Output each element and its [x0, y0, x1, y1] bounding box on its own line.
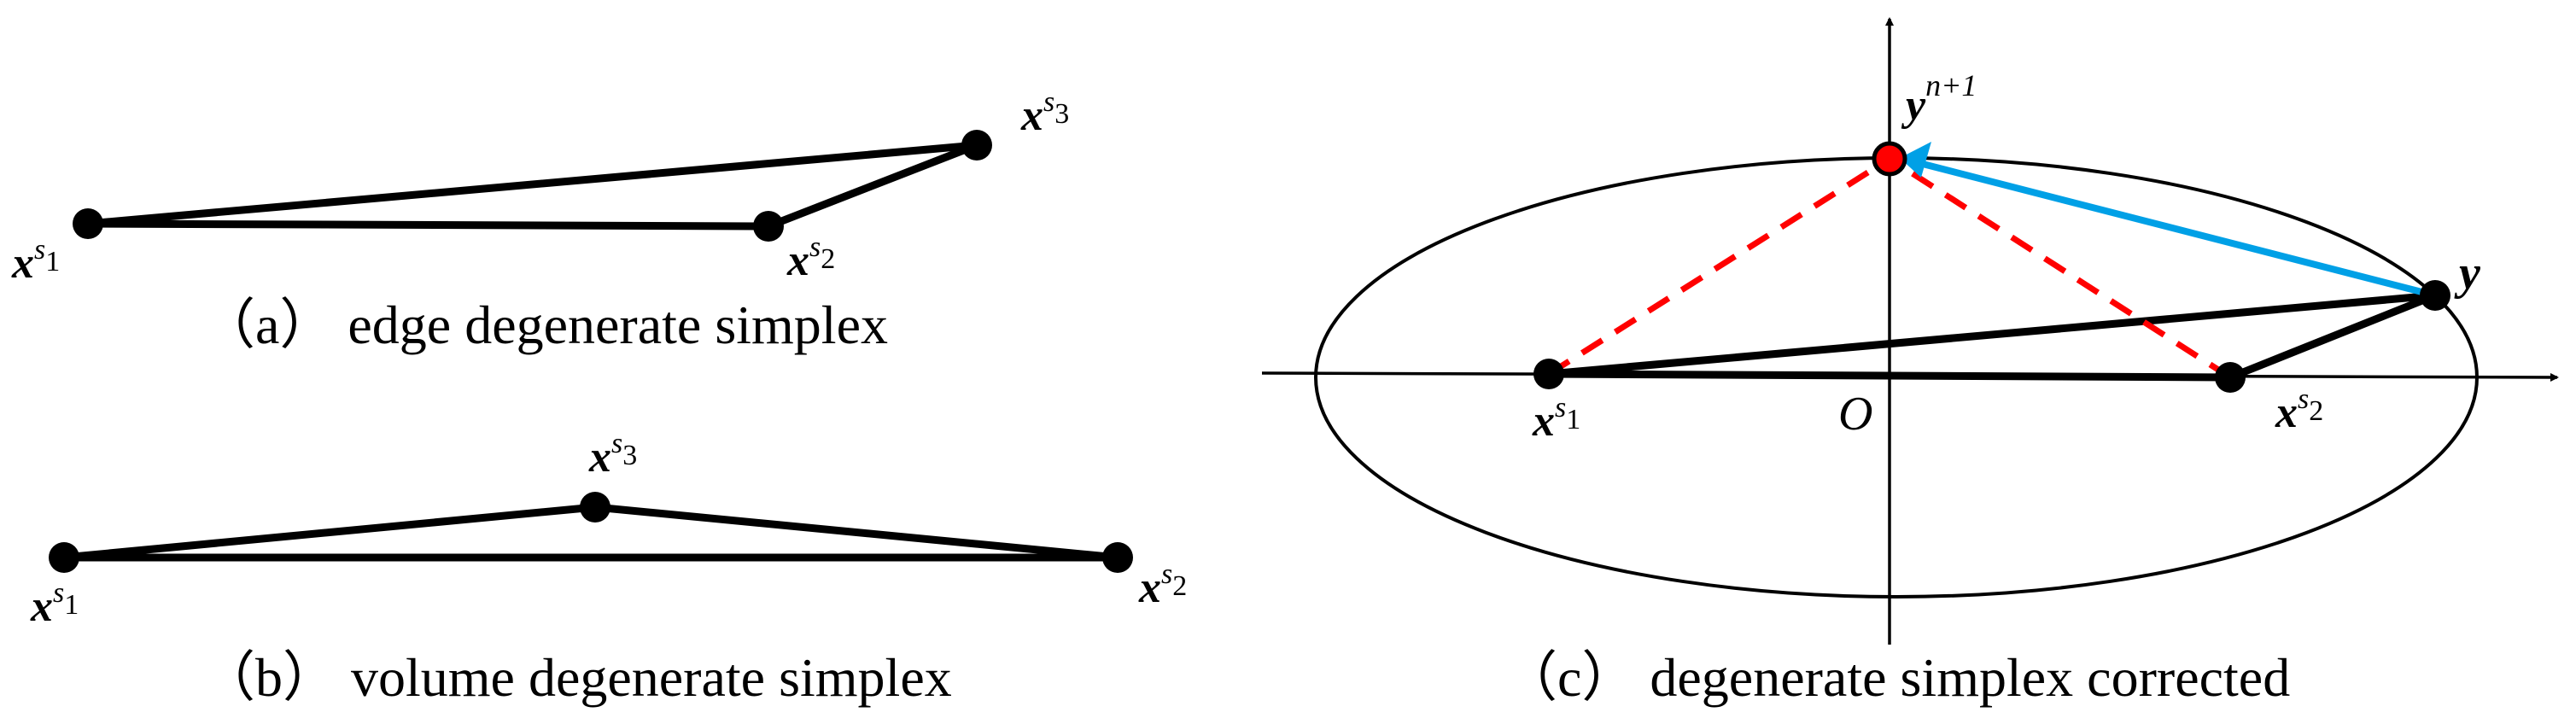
vertex-b-x3 [580, 492, 610, 523]
label-c-x1: xs1 [1532, 392, 1580, 446]
correction-arrow [1922, 161, 2436, 299]
edge-a-x1-x3 [84, 141, 981, 228]
dashed-x1-yn [1547, 156, 1891, 377]
edge-a-x2-x3 [764, 141, 981, 231]
label-b-x2: xs2 [1138, 558, 1187, 612]
vertex-a-x3 [961, 130, 992, 161]
vertex-c-yn1 [1872, 141, 1907, 177]
label-c-origin: O [1838, 388, 1872, 441]
label-c-yn1: yn+1 [1901, 68, 1977, 130]
correction-arrow-head [1900, 142, 1931, 178]
label-a-x2: xs2 [786, 231, 835, 285]
label-c-y: y [2454, 247, 2481, 300]
label-a-x1: xs1 [11, 234, 60, 288]
vertex-a-x2 [753, 211, 784, 242]
label-c-x2: xs2 [2275, 383, 2323, 437]
caption-c: （c） degenerate simplex corrected [1503, 647, 2290, 708]
edge-c-x2-y [2226, 291, 2439, 382]
edge-b-x1-x3 [60, 503, 599, 562]
label-a-x3: xs3 [1020, 86, 1069, 140]
edge-b-x3-x2 [591, 503, 1122, 562]
vertex-c-x2 [2215, 362, 2246, 393]
vertex-c-y [2420, 280, 2450, 311]
vertex-b-x1 [49, 542, 79, 573]
panel-c: xs1 xs2 y yn+1 O （c） degenerate simplex … [1261, 17, 2559, 708]
label-b-x1: xs1 [30, 577, 79, 631]
caption-b: （b） volume degenerate simplex [201, 647, 952, 708]
edge-c-x1-y [1545, 291, 2439, 378]
panel-b: xs1 xs2 xs3 （b） volume degenerate simple… [30, 428, 1187, 708]
dashed-x2-yn [1888, 156, 2232, 380]
vertex-c-x1 [1533, 359, 1564, 389]
vertex-b-x2 [1102, 542, 1133, 573]
edge-a-x1-x2 [84, 219, 773, 231]
panel-a: xs1 xs2 xs3 （a） edge degenerate simplex [11, 86, 1069, 355]
vertex-a-x1 [73, 208, 103, 239]
edge-c-x1-x2 [1545, 370, 2234, 382]
caption-a: （a） edge degenerate simplex [201, 295, 888, 355]
label-b-x3: xs3 [588, 428, 637, 482]
